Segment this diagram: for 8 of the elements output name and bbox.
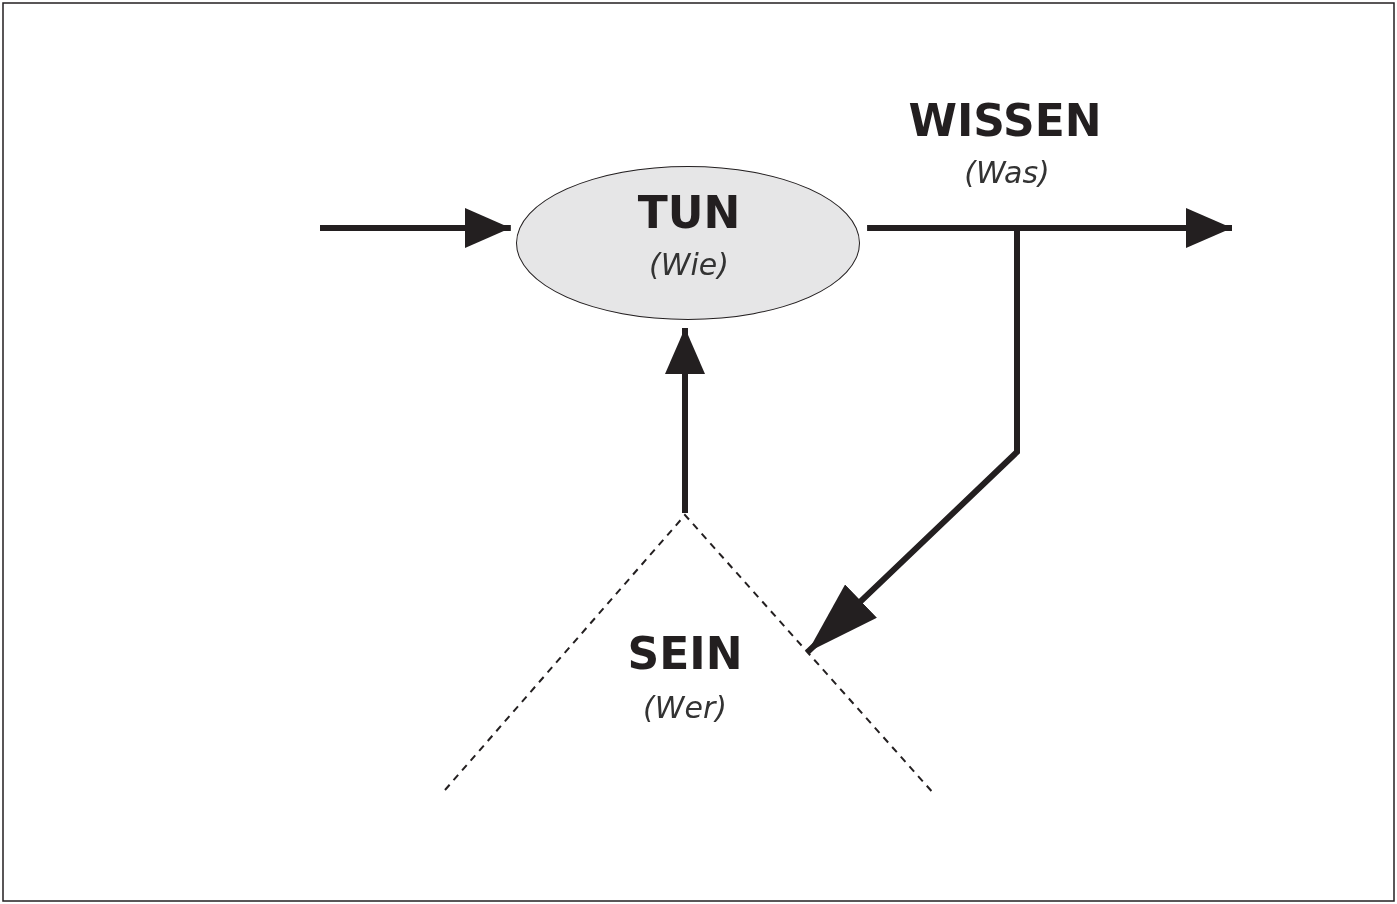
flow-label: WISSEN: [908, 95, 1102, 146]
arrow: [805, 225, 1020, 655]
arrow: [320, 208, 511, 248]
node-subtitle: (Wie): [649, 247, 729, 282]
node-title: SEIN: [627, 628, 743, 679]
flow-sublabel: (Was): [964, 155, 1050, 190]
node-title: TUN: [637, 187, 741, 238]
node-subtitle: (Wer): [643, 690, 727, 725]
